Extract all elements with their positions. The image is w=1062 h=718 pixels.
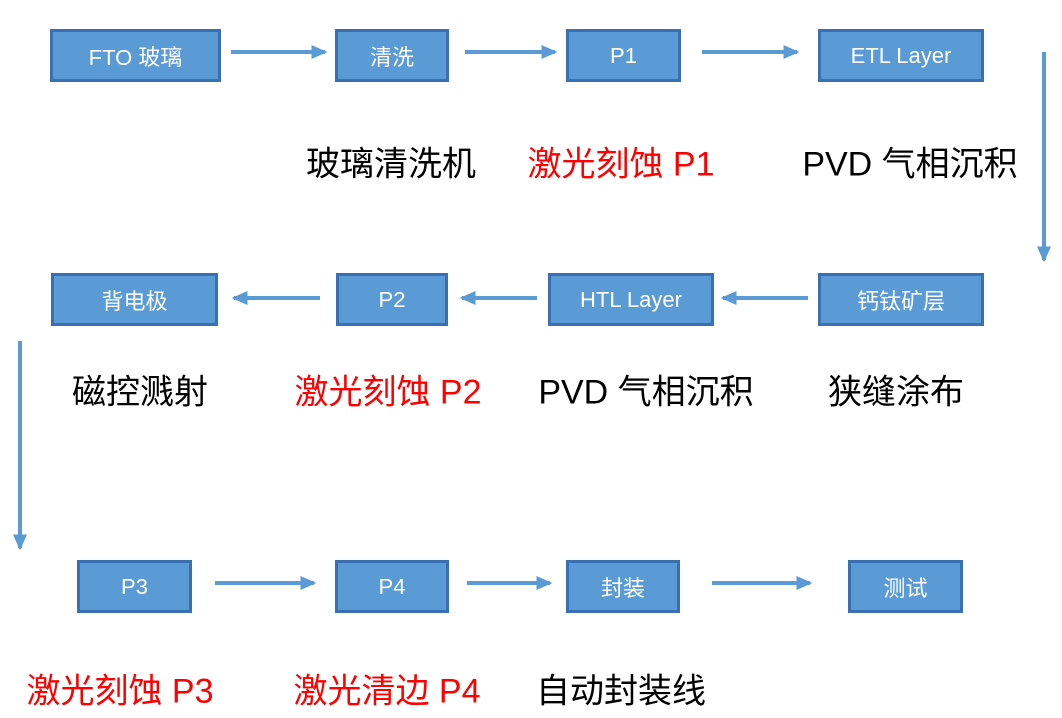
flow-box-etl-layer: ETL Layer — [818, 29, 984, 82]
flow-box-p1: P1 — [566, 29, 681, 82]
flow-box-cleaning: 清洗 — [335, 29, 449, 82]
flow-box-htl-layer: HTL Layer — [548, 273, 714, 326]
annotation-laser-etch-p2: 激光刻蚀 P2 — [294, 373, 482, 412]
annotation-glass-washer: 玻璃清洗机 — [306, 145, 476, 184]
flow-box-p2: P2 — [336, 273, 448, 326]
annotation-laser-etch-p3: 激光刻蚀 P3 — [26, 672, 214, 711]
flow-box-testing: 测试 — [848, 560, 963, 613]
flow-box-back-electrode: 背电极 — [51, 273, 218, 326]
annotation-pvd-deposition-htl: PVD 气相沉积 — [538, 373, 754, 412]
annotation-pvd-deposition-etl: PVD 气相沉积 — [802, 145, 1018, 184]
flow-box-perovskite-layer: 钙钛矿层 — [818, 273, 984, 326]
annotation-auto-encapsulation-line: 自动封装线 — [536, 672, 706, 711]
annotation-laser-etch-p1: 激光刻蚀 P1 — [527, 145, 715, 184]
flow-box-fto-glass: FTO 玻璃 — [50, 29, 221, 82]
annotation-slot-die-coating: 狭缝涂布 — [828, 373, 964, 412]
flow-box-encapsulation: 封装 — [566, 560, 680, 613]
annotation-laser-edge-clean-p4: 激光清边 P4 — [293, 672, 481, 711]
flow-box-p4: P4 — [335, 560, 449, 613]
annotation-magnetron-sputtering: 磁控溅射 — [72, 373, 208, 412]
flow-box-p3: P3 — [77, 560, 192, 613]
